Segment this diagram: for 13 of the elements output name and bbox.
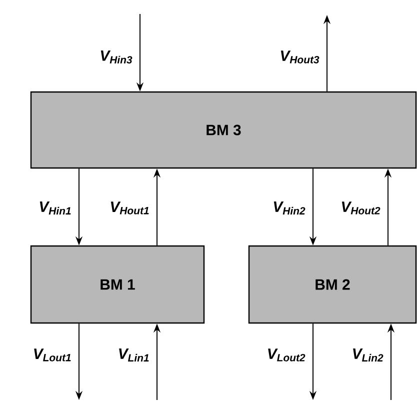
edge-label: V$_{Lout1}$: [34, 348, 71, 362]
edge-label: V$_{Hin1}$: [40, 202, 71, 214]
process-box: BM 1: [30, 245, 205, 324]
edge-label: V$_{Hout3}$: [280, 50, 320, 64]
process-box: BM 3: [30, 91, 417, 169]
edge-label: V$_{Hout2}$: [342, 202, 380, 214]
edge-label: V$_{Hin3}$: [100, 50, 132, 64]
edge-label: V$_{Lin1}$: [119, 348, 149, 362]
edge-label: V$_{Hout1}$: [110, 202, 149, 214]
edge-label: V$_{Lin2}$: [353, 348, 384, 362]
process-box: BM 2: [248, 245, 417, 324]
edge-label: V$_{Lout2}$: [268, 348, 306, 362]
edge-label: V$_{Hin2}$: [274, 202, 306, 214]
